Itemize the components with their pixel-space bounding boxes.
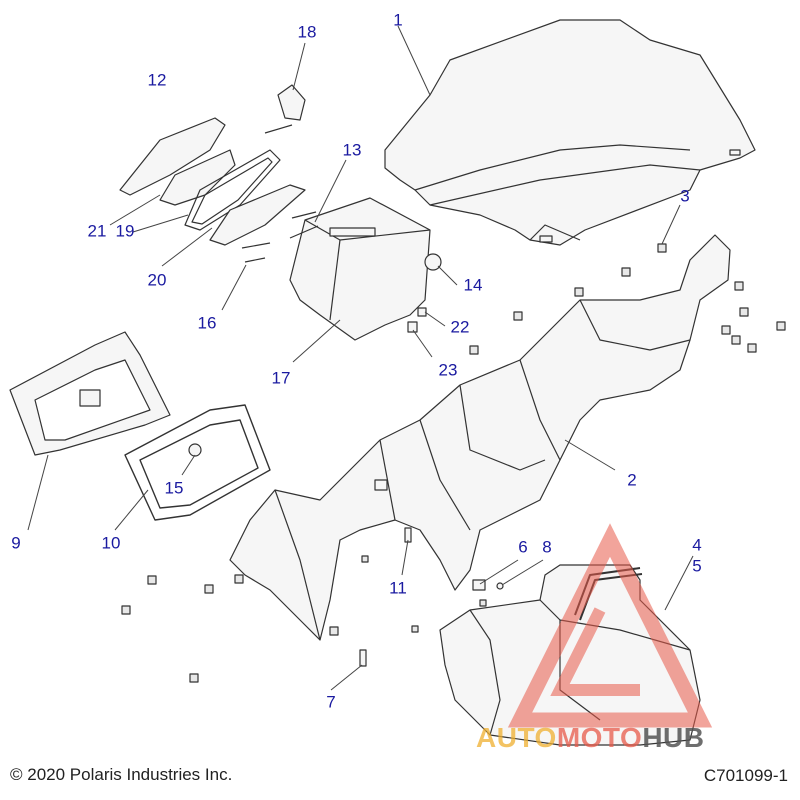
part-9-frame bbox=[9, 331, 171, 456]
part-7-screw bbox=[359, 649, 367, 667]
part-21-plate bbox=[159, 149, 236, 206]
callout-17: 17 bbox=[271, 368, 291, 388]
part-6-clip bbox=[472, 579, 486, 591]
part-20-seal bbox=[209, 184, 306, 246]
part-12-lid bbox=[119, 117, 226, 196]
watermark-text: AUTOMOTOHUB bbox=[476, 722, 704, 754]
part-13-screw bbox=[291, 211, 317, 219]
part-13-screw bbox=[289, 225, 319, 239]
part-11-screw bbox=[404, 527, 412, 543]
callout-22: 22 bbox=[450, 317, 470, 337]
part-17-housing bbox=[289, 197, 431, 341]
part-10-gasket-frame bbox=[124, 404, 271, 521]
callout-7: 7 bbox=[326, 692, 336, 712]
callout-20: 20 bbox=[147, 270, 167, 290]
fastener-clips bbox=[121, 243, 786, 683]
callout-15: 15 bbox=[164, 478, 184, 498]
callout-23: 23 bbox=[438, 360, 458, 380]
part-8-fastener bbox=[496, 582, 504, 590]
watermark-part-auto: AUTO bbox=[476, 722, 557, 753]
copyright-text: © 2020 Polaris Industries Inc. bbox=[10, 765, 233, 784]
callout-18: 18 bbox=[297, 22, 317, 42]
callout-12: 12 bbox=[147, 70, 167, 90]
callout-5: 5 bbox=[692, 556, 702, 576]
watermark-part-hub: HUB bbox=[642, 722, 705, 753]
part-18-screw bbox=[264, 124, 293, 134]
part-2-dash-panel bbox=[229, 234, 731, 641]
part-16-screw bbox=[244, 257, 266, 263]
callout-19: 19 bbox=[115, 221, 135, 241]
callout-11: 11 bbox=[389, 578, 407, 598]
watermark-logo bbox=[507, 523, 713, 728]
callout-1: 1 bbox=[393, 10, 403, 30]
part-22-screw bbox=[417, 307, 427, 317]
callout-13: 13 bbox=[342, 140, 362, 160]
part-18-clip bbox=[277, 84, 306, 121]
callout-14: 14 bbox=[463, 275, 483, 295]
watermark-part-moto: MOTO bbox=[556, 722, 643, 753]
callout-4: 4 bbox=[692, 535, 702, 555]
part-1-dash-cover bbox=[384, 19, 756, 246]
part-code: C701099-1 bbox=[703, 766, 788, 785]
part-16-screw bbox=[241, 242, 271, 249]
callout-16: 16 bbox=[197, 313, 217, 333]
callout-21: 21 bbox=[87, 221, 107, 241]
part-15-latch bbox=[188, 443, 202, 457]
callout-9: 9 bbox=[11, 533, 21, 553]
callout-6: 6 bbox=[518, 537, 528, 557]
callout-8: 8 bbox=[542, 537, 552, 557]
callout-2: 2 bbox=[627, 470, 637, 490]
callout-3: 3 bbox=[680, 186, 690, 206]
leader-lines bbox=[27, 25, 694, 691]
part-19-gasket bbox=[184, 149, 281, 231]
callout-10: 10 bbox=[101, 533, 121, 553]
part-14-plug bbox=[424, 253, 442, 271]
part-23-clip bbox=[407, 321, 418, 333]
